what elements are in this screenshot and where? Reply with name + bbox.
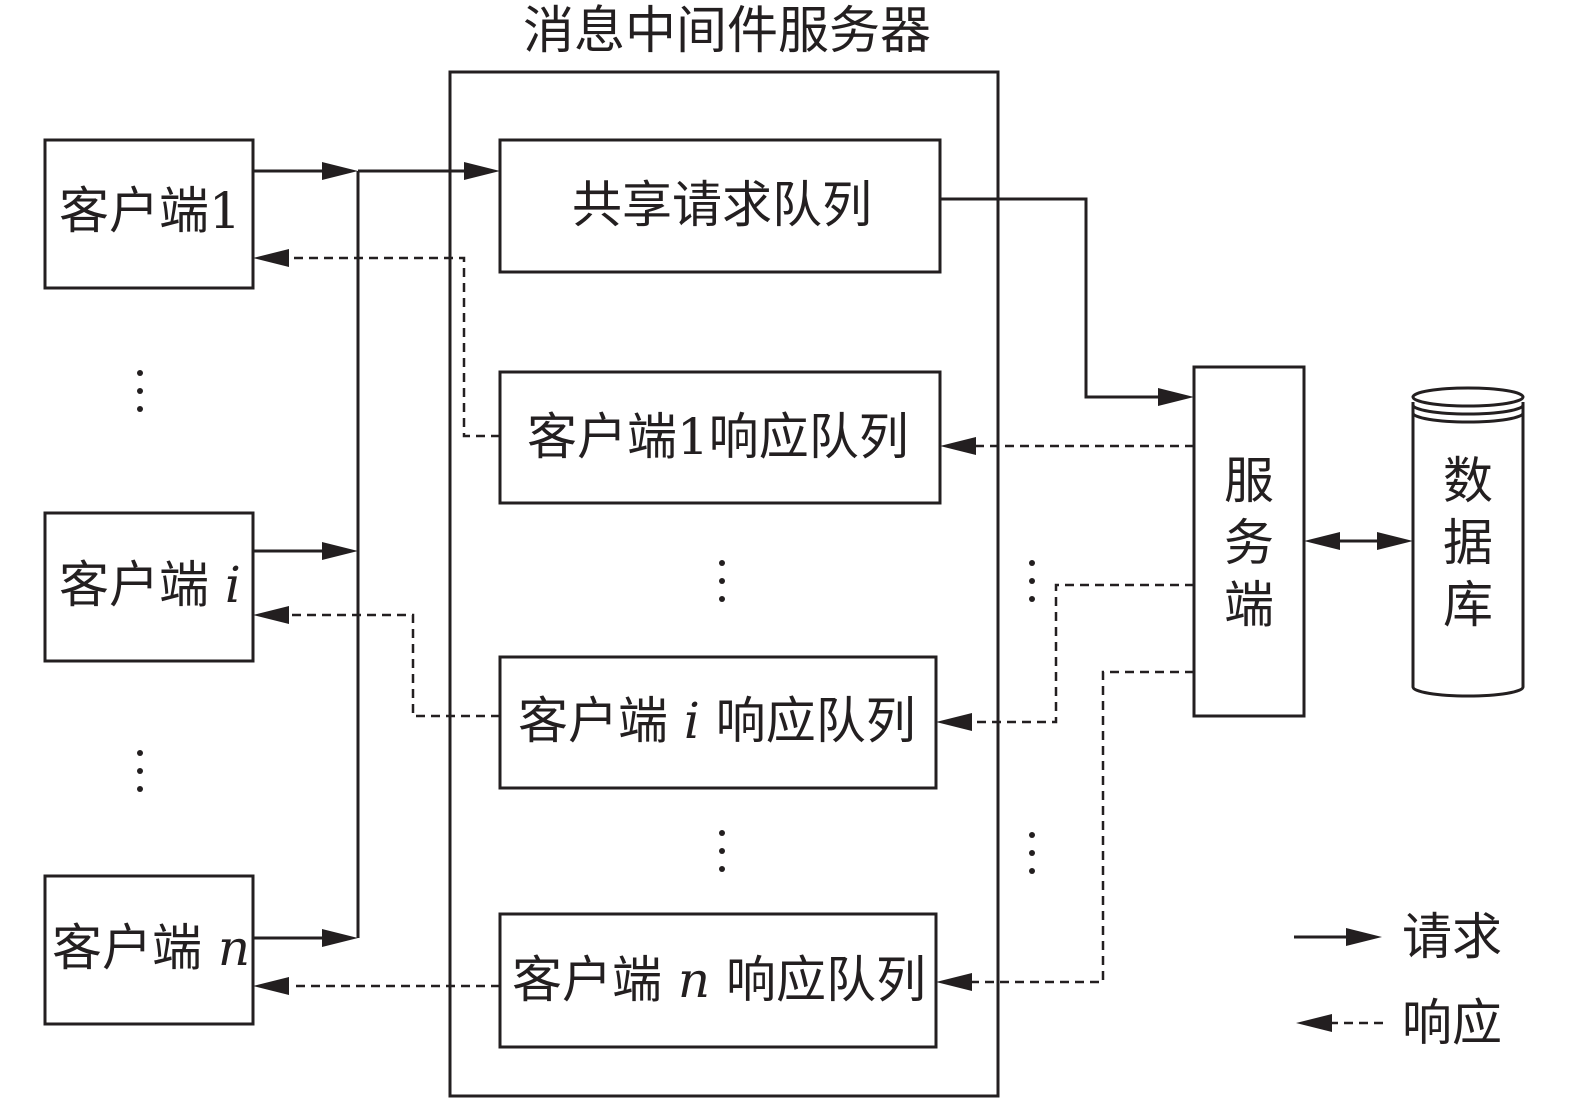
- client-i-response-queue-label: 客户端 i 响应队列: [518, 692, 918, 750]
- shared-request-queue-box: [498, 138, 942, 274]
- shared-request-queue-label: 共享请求队列: [572, 176, 872, 234]
- server-label: 服务端: [1224, 452, 1274, 634]
- database-label: 数据库: [1443, 452, 1493, 634]
- middleware-server-frame: [448, 70, 1000, 1098]
- client-i-box: [43, 511, 255, 663]
- client-n-label: 客户端 n: [52, 919, 251, 977]
- legend-request-symbol: [1294, 928, 1382, 946]
- response-lines: [253, 249, 1194, 995]
- database-cylinder: [1411, 386, 1525, 698]
- client-1-box: [43, 138, 255, 290]
- middleware-server-title: 消息中间件服务器: [523, 2, 932, 61]
- client-1-response-queue-label: 客户端1响应队列: [527, 408, 909, 466]
- legend-response-symbol: [1296, 1014, 1383, 1032]
- client-n-response-queue-label: 客户端 n 响应队列: [512, 951, 927, 1009]
- ellipsis-dots: [137, 370, 1035, 874]
- client-n-box: [43, 874, 255, 1026]
- legend-response-label: 响应: [1402, 994, 1502, 1052]
- legend-request-label: 请求: [1402, 908, 1502, 966]
- client-i-label: 客户端 i: [59, 556, 241, 614]
- client-1-response-queue-box: [498, 370, 942, 505]
- server-database-link: [1304, 532, 1413, 550]
- client-1-label: 客户端1: [59, 182, 241, 240]
- server-box: [1192, 365, 1306, 718]
- client-n-response-queue-box: [498, 912, 938, 1049]
- request-lines: [253, 162, 1194, 947]
